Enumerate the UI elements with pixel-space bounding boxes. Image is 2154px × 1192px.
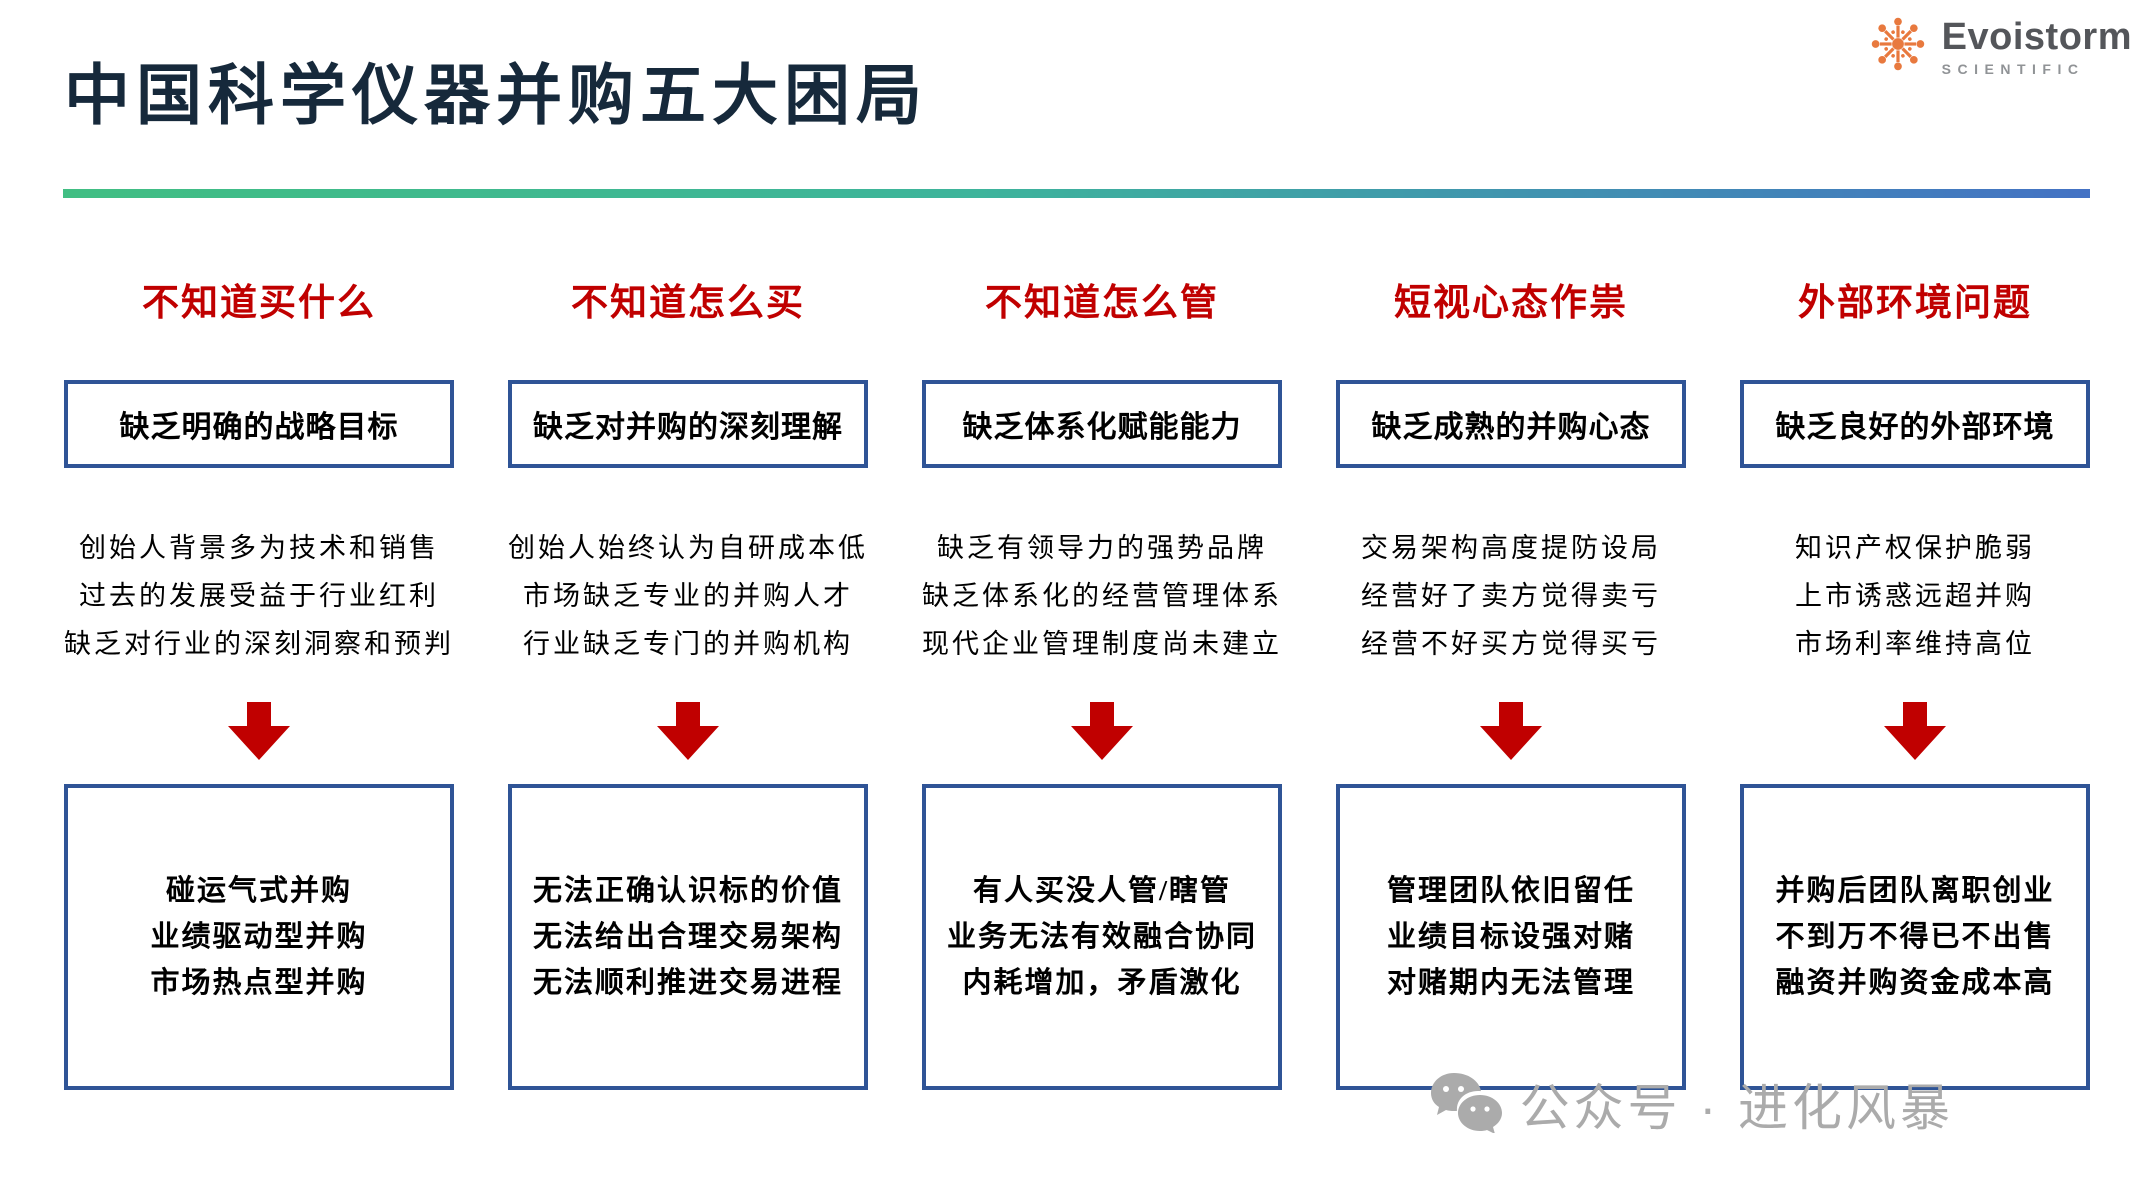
result-line: 业绩目标设强对赌 xyxy=(1386,921,1635,953)
cause-line: 缺乏有领导力的强势品牌 xyxy=(937,533,1267,563)
result-line: 业绩驱动型并购 xyxy=(150,921,368,953)
result-line: 市场热点型并购 xyxy=(150,967,368,999)
result-line: 业务无法有效融合协同 xyxy=(946,921,1257,953)
cause-line: 创始人背景多为技术和销售 xyxy=(79,533,439,563)
result-line: 有人买没人管/瞎管 xyxy=(972,875,1232,907)
result-line: 并购后团队离职创业 xyxy=(1775,875,2055,907)
result-box: 有人买没人管/瞎管 业务无法有效融合协同 内耗增加，矛盾激化 xyxy=(922,784,1282,1090)
problem-box: 缺乏对并购的深刻理解 xyxy=(508,380,868,468)
column-4: 短视心态作祟 缺乏成熟的并购心态 交易架构高度提防设局 经营好了卖方觉得卖亏 经… xyxy=(1336,272,1686,1090)
cause-line: 上市诱惑远超并购 xyxy=(1795,581,2035,611)
cause-list: 知识产权保护脆弱 上市诱惑远超并购 市场利率维持高位 xyxy=(1795,524,2035,684)
column-header: 外部环境问题 xyxy=(1798,283,2032,324)
down-arrow-icon xyxy=(1071,702,1133,760)
down-arrow-icon xyxy=(657,702,719,760)
result-line: 无法给出合理交易架构 xyxy=(532,921,843,953)
problem-box: 缺乏明确的战略目标 xyxy=(64,380,454,468)
cause-line: 现代企业管理制度尚未建立 xyxy=(922,629,1282,659)
cause-list: 创始人背景多为技术和销售 过去的发展受益于行业红利 缺乏对行业的深刻洞察和预判 xyxy=(64,524,454,684)
result-line: 管理团队依旧留任 xyxy=(1386,875,1635,907)
logo: Evoistorm SCIENTIFIC xyxy=(1866,12,2132,81)
down-arrow-icon xyxy=(1884,702,1946,760)
cause-line: 经营不好买方觉得买亏 xyxy=(1361,629,1661,659)
result-line: 碰运气式并购 xyxy=(165,875,352,907)
column-header: 不知道买什么 xyxy=(142,283,376,324)
down-arrow-icon xyxy=(228,702,290,760)
result-box: 管理团队依旧留任 业绩目标设强对赌 对赌期内无法管理 xyxy=(1336,784,1686,1090)
column-header: 不知道怎么管 xyxy=(985,283,1219,324)
cause-line: 过去的发展受益于行业红利 xyxy=(79,581,439,611)
logo-subtitle: SCIENTIFIC xyxy=(1941,60,2085,77)
result-line: 无法正确认识标的价值 xyxy=(532,875,843,907)
column-2: 不知道怎么买 缺乏对并购的深刻理解 创始人始终认为自研成本低 市场缺乏专业的并购… xyxy=(508,272,868,1090)
result-line: 不到万不得已不出售 xyxy=(1775,921,2055,953)
cause-list: 创始人始终认为自研成本低 市场缺乏专业的并购人才 行业缺乏专门的并购机构 xyxy=(508,524,868,684)
wechat-icon xyxy=(1428,1071,1506,1138)
result-box: 碰运气式并购 业绩驱动型并购 市场热点型并购 xyxy=(64,784,454,1090)
cause-line: 知识产权保护脆弱 xyxy=(1795,533,2035,563)
column-header: 短视心态作祟 xyxy=(1394,283,1628,324)
column-3: 不知道怎么管 缺乏体系化赋能能力 缺乏有领导力的强势品牌 缺乏体系化的经营管理体… xyxy=(922,272,1282,1090)
down-arrow-icon xyxy=(1480,702,1542,760)
cause-list: 缺乏有领导力的强势品牌 缺乏体系化的经营管理体系 现代企业管理制度尚未建立 xyxy=(922,524,1282,684)
result-line: 对赌期内无法管理 xyxy=(1386,967,1635,999)
result-line: 无法顺利推进交易进程 xyxy=(532,967,843,999)
cause-line: 交易架构高度提防设局 xyxy=(1361,533,1661,563)
logo-starburst-icon xyxy=(1866,12,1930,81)
page-title: 中国科学仪器并购五大困局 xyxy=(64,60,928,133)
column-5: 外部环境问题 缺乏良好的外部环境 知识产权保护脆弱 上市诱惑远超并购 市场利率维… xyxy=(1740,272,2090,1090)
cause-line: 行业缺乏专门的并购机构 xyxy=(523,629,853,659)
result-line: 融资并购资金成本高 xyxy=(1775,967,2055,999)
pitfall-columns: 不知道买什么 缺乏明确的战略目标 创始人背景多为技术和销售 过去的发展受益于行业… xyxy=(64,272,2090,1090)
column-header: 不知道怎么买 xyxy=(571,283,805,324)
title-divider xyxy=(63,189,2090,198)
result-box: 无法正确认识标的价值 无法给出合理交易架构 无法顺利推进交易进程 xyxy=(508,784,868,1090)
logo-name: Evoistorm xyxy=(1941,15,2132,58)
problem-box: 缺乏成熟的并购心态 xyxy=(1336,380,1686,468)
problem-box: 缺乏体系化赋能能力 xyxy=(922,380,1282,468)
result-line: 内耗增加，矛盾激化 xyxy=(962,967,1242,999)
result-box: 并购后团队离职创业 不到万不得已不出售 融资并购资金成本高 xyxy=(1740,784,2090,1090)
watermark: 公众号 · 进化风暴 xyxy=(1428,1068,1954,1140)
cause-line: 市场利率维持高位 xyxy=(1795,629,2035,659)
cause-list: 交易架构高度提防设局 经营好了卖方觉得卖亏 经营不好买方觉得买亏 xyxy=(1361,524,1661,684)
cause-line: 创始人始终认为自研成本低 xyxy=(508,533,868,563)
cause-line: 市场缺乏专业的并购人才 xyxy=(523,581,853,611)
cause-line: 缺乏对行业的深刻洞察和预判 xyxy=(64,629,454,659)
problem-box: 缺乏良好的外部环境 xyxy=(1740,380,2090,468)
watermark-text: 公众号 · 进化风暴 xyxy=(1519,1080,1954,1136)
cause-line: 经营好了卖方觉得卖亏 xyxy=(1361,581,1661,611)
column-1: 不知道买什么 缺乏明确的战略目标 创始人背景多为技术和销售 过去的发展受益于行业… xyxy=(64,272,454,1090)
cause-line: 缺乏体系化的经营管理体系 xyxy=(922,581,1282,611)
